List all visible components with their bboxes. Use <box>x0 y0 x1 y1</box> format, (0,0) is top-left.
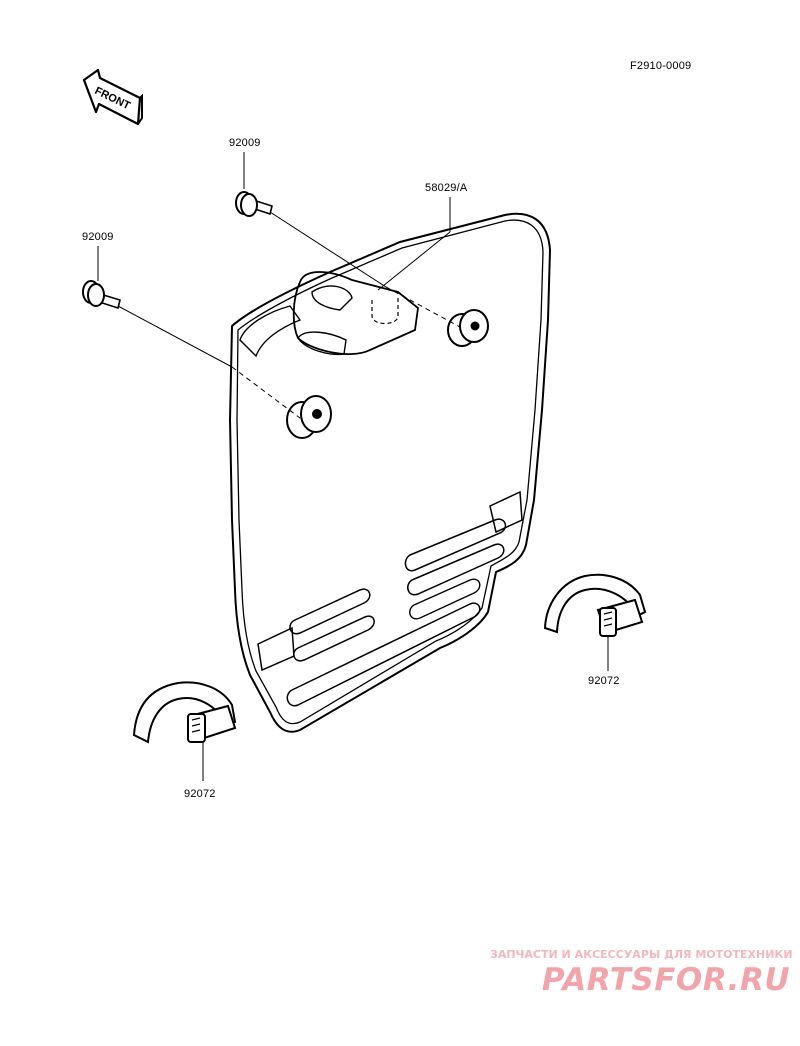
diagram-code: F2910-0009 <box>630 60 692 72</box>
bolt-upper-icon <box>235 191 273 217</box>
leader-lines <box>97 152 609 781</box>
callout-band-left: 92072 <box>184 788 216 800</box>
bolt-left-icon <box>82 280 121 310</box>
watermark-brand: PARTSFOR.RU <box>541 962 790 998</box>
band-left-icon <box>132 681 237 744</box>
band-right-icon <box>543 573 647 637</box>
rubber-grommet-left <box>286 395 332 439</box>
callout-bolt-left: 92009 <box>82 231 114 243</box>
number-plate <box>228 212 552 733</box>
callout-bolt-upper: 92009 <box>229 137 261 149</box>
watermark-tagline: ЗАПЧАСТИ И АКСЕССУАРЫ ДЛЯ МОТОТЕХНИКИ <box>490 948 793 961</box>
callout-number-plate: 58029/A <box>425 182 468 194</box>
callout-band-right: 92072 <box>588 675 620 687</box>
rubber-grommet-right <box>447 309 489 347</box>
front-arrow-icon: FRONT <box>82 68 143 126</box>
